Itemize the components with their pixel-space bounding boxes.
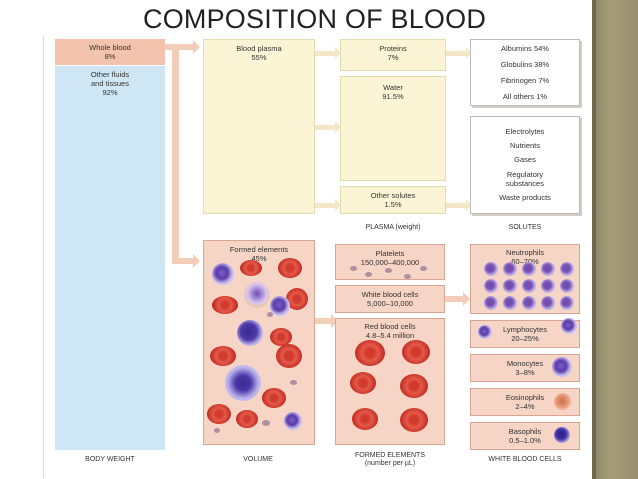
albumins-label: Albumins 54%	[501, 44, 549, 53]
electrolytes-label: Electrolytes	[505, 127, 545, 136]
blood-plasma-box: Blood plasma 55%	[203, 39, 315, 214]
rbc-cell	[212, 296, 238, 314]
monocyte-cell	[552, 357, 572, 377]
other-solutes-box: Other solutes 1.5%	[340, 186, 446, 214]
neutrophil	[541, 296, 555, 310]
neutrophil	[522, 279, 536, 293]
neutrophil	[522, 262, 536, 276]
slide-title: COMPOSITION OF BLOOD	[143, 4, 487, 34]
rbc-cell	[400, 408, 428, 432]
solutes-label: SOLUTES	[508, 224, 542, 231]
rbc-cell	[236, 410, 258, 428]
arrow-plasma-solutes	[315, 199, 341, 211]
neutrophil	[560, 262, 574, 276]
wbc-cell	[244, 282, 270, 308]
rbc-cell	[207, 404, 231, 424]
platelet	[350, 266, 357, 271]
rbc-cell	[286, 288, 308, 310]
wbc-cell	[284, 412, 302, 430]
platelet	[365, 272, 372, 277]
rbc-cell	[350, 372, 376, 394]
regulatory-label: Regulatory substances	[506, 170, 544, 188]
white-blood-cells-box: White blood cells 5,000–10,000	[335, 285, 445, 313]
white-blood-cells-label: WHITE BLOOD CELLS	[488, 456, 562, 463]
waste-label: Waste products	[499, 193, 551, 202]
platelet	[290, 380, 297, 385]
connector-to-plasma	[165, 40, 200, 54]
formed-elements-label: FORMED ELEMENTS (number per µL)	[354, 452, 425, 467]
eosinophil-cell	[554, 393, 572, 411]
rbc-cell	[402, 340, 430, 364]
slide-side-band	[592, 0, 638, 479]
other-fluids-box: Other fluids and tissues 92%	[55, 66, 165, 450]
platelet	[214, 428, 220, 433]
rbc-cell	[210, 346, 236, 366]
gases-label: Gases	[514, 155, 536, 164]
proteins-box: Proteins 7%	[340, 39, 446, 71]
arrow-proteins-solutes	[446, 47, 472, 59]
globulins-label: Globulins 38%	[500, 60, 550, 69]
rbc-cell	[400, 374, 428, 398]
whole-blood-box: Whole blood 8%	[55, 39, 165, 65]
platelet	[404, 274, 411, 279]
other-solutes-list-box	[470, 116, 580, 214]
rbc-cell	[240, 260, 262, 276]
neutrophil	[484, 279, 498, 293]
connector-vertical	[172, 44, 179, 264]
platelet	[420, 266, 427, 271]
water-box: Water 91.5%	[340, 76, 446, 181]
neutrophil	[560, 279, 574, 293]
neutrophil	[503, 279, 517, 293]
platelets-box: Platelets 150,000–400,000	[335, 244, 445, 280]
volume-label: VOLUME	[243, 456, 273, 463]
neutrophil	[503, 262, 517, 276]
wbc-cell	[270, 296, 290, 316]
basophil-cell	[554, 427, 570, 443]
fibrinogen-label: Fibrinogen 7%	[500, 76, 550, 85]
arrow-other-solutes	[446, 199, 472, 211]
connector-to-formed	[172, 254, 200, 268]
platelet	[262, 420, 270, 426]
wbc-cell	[237, 320, 263, 346]
rbc-cell	[270, 328, 292, 346]
neutrophil	[522, 296, 536, 310]
nutrients-label: Nutrients	[509, 141, 540, 150]
arrow-plasma-water	[315, 121, 341, 133]
arrow-formed	[315, 314, 338, 328]
wbc-cell	[212, 263, 234, 285]
neutrophil	[560, 296, 574, 310]
rbc-cell	[262, 388, 286, 408]
lymphocyte-cell	[561, 318, 577, 334]
rbc-cell	[352, 408, 378, 430]
rbc-cell	[278, 258, 302, 278]
rbc-cell	[276, 344, 302, 368]
arrow-wbc	[445, 292, 470, 306]
wbc-cell	[225, 365, 261, 401]
neutrophil	[484, 262, 498, 276]
neutrophil	[503, 296, 517, 310]
neutrophil	[541, 279, 555, 293]
neutrophil	[541, 262, 555, 276]
protein-solutes-box	[470, 39, 580, 106]
all-others-label: All others 1%	[502, 92, 548, 101]
neutrophil	[484, 296, 498, 310]
plasma-weight-label: PLASMA (weight)	[365, 224, 421, 231]
lymphocyte-cell	[478, 325, 492, 339]
arrow-plasma-proteins	[315, 47, 341, 59]
body-weight-label: BODY WEIGHT	[85, 456, 135, 463]
platelet	[267, 312, 273, 317]
platelet	[385, 268, 392, 273]
rbc-cell	[355, 340, 385, 366]
